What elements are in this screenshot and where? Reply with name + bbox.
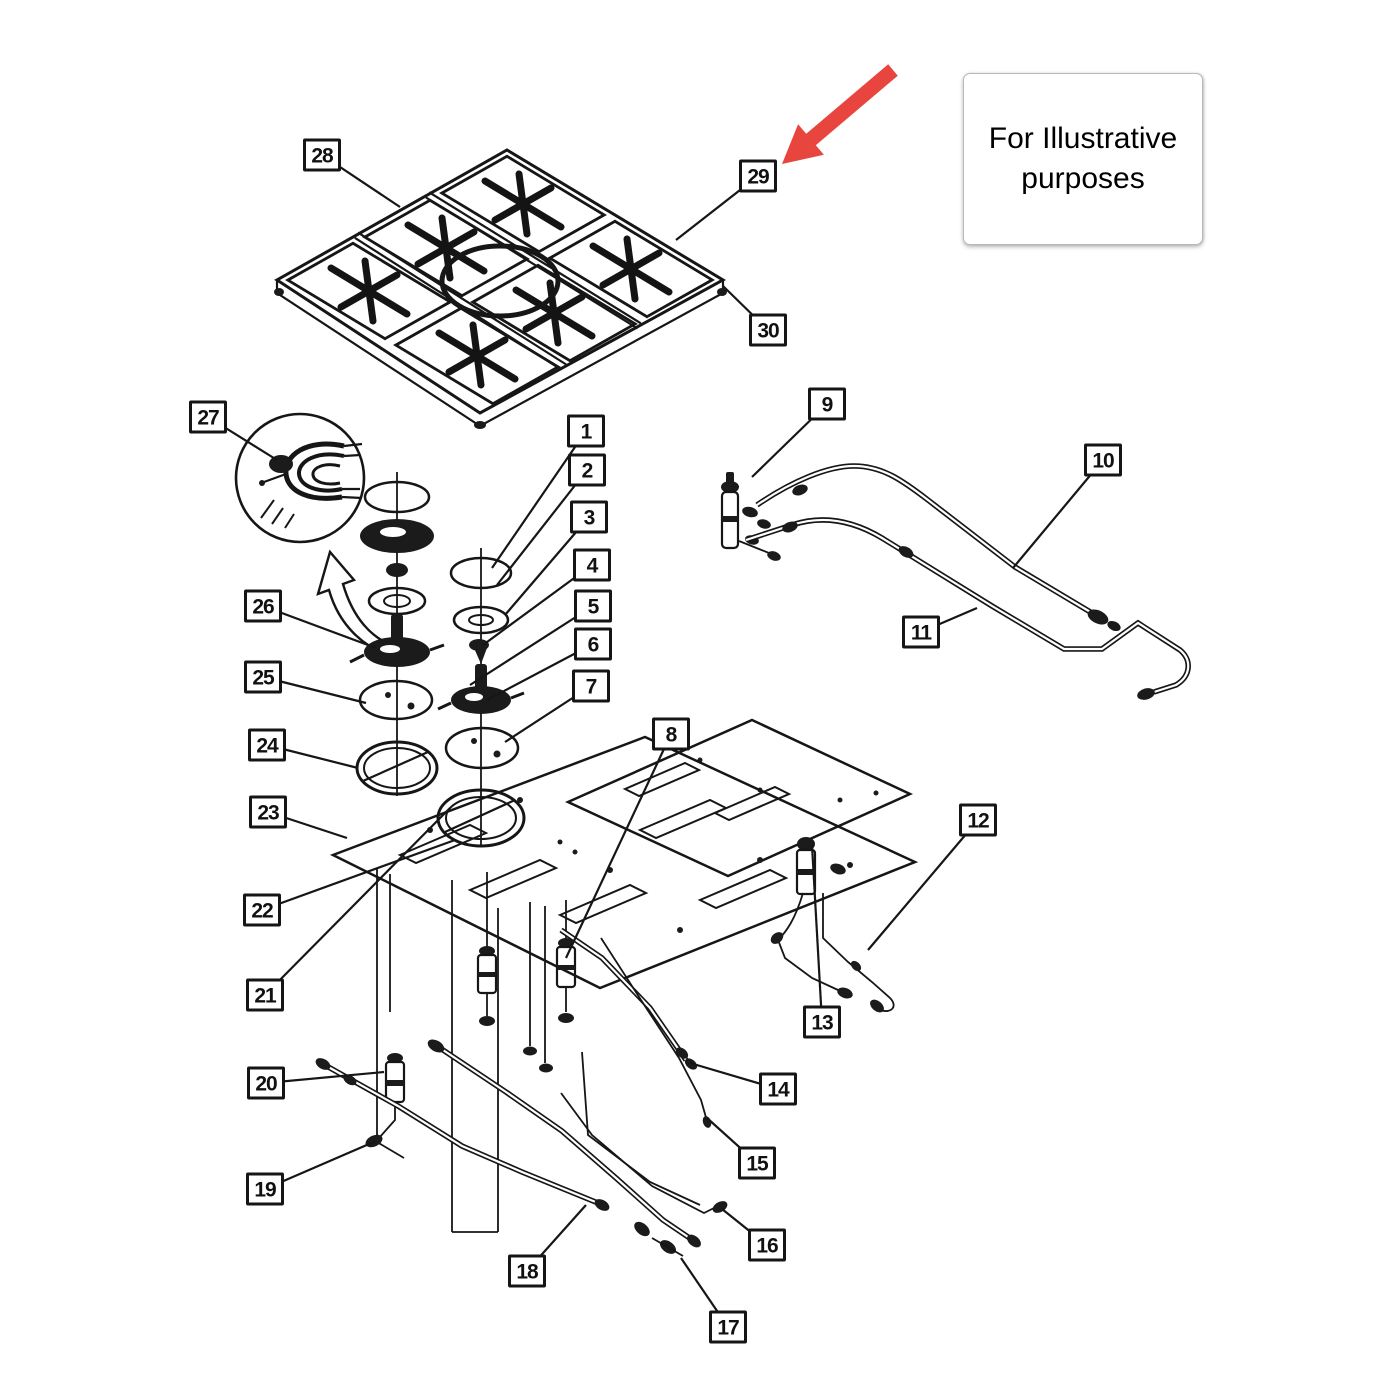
gas-valve (476, 946, 498, 1026)
right-burner-exploded-stack (436, 548, 526, 848)
leader-line-13 (810, 844, 824, 1023)
part-label-7: 7 (572, 669, 610, 703)
leader-line-8 (565, 733, 672, 959)
leader-line-10 (1012, 459, 1104, 569)
part-label-21: 21 (246, 978, 284, 1012)
part-label-13: 13 (803, 1005, 841, 1039)
part-label-11: 11 (902, 615, 940, 649)
part-label-19: 19 (246, 1172, 284, 1206)
magnifier-arrow-icon (316, 549, 402, 659)
part-label-5: 5 (574, 589, 612, 623)
part-label-24: 24 (248, 728, 286, 762)
part-label-15: 15 (738, 1146, 776, 1180)
part-label-10: 10 (1084, 443, 1122, 477)
part-label-30: 30 (749, 313, 787, 347)
regulator-and-supply-tubes (720, 463, 1191, 700)
part-label-29: 29 (739, 159, 777, 193)
part-label-23: 23 (249, 795, 287, 829)
burner-grate-drawing (274, 148, 727, 429)
grate-fingers (327, 170, 673, 389)
part-label-16: 16 (748, 1228, 786, 1262)
part-label-20: 20 (247, 1066, 285, 1100)
part-label-1: 1 (567, 414, 605, 448)
leader-line-22 (261, 838, 456, 912)
part-label-3: 3 (570, 500, 608, 534)
left-burner-exploded-stack (349, 472, 445, 796)
manifold-and-valves (315, 868, 728, 1257)
part-label-8: 8 (652, 717, 690, 751)
leader-line-2 (496, 469, 588, 586)
leader-line-20 (265, 1070, 385, 1085)
part-label-4: 4 (573, 548, 611, 582)
part-label-2: 2 (568, 453, 606, 487)
igniter-assembly-right (770, 837, 895, 1013)
part-label-9: 9 (808, 387, 846, 421)
leader-line-5 (469, 605, 594, 686)
part-label-14: 14 (759, 1072, 797, 1106)
leader-line-21 (264, 807, 451, 996)
burner-base-plates (329, 718, 919, 990)
leader-line-12 (867, 819, 979, 951)
part-label-25: 25 (244, 660, 282, 694)
gas-valve (555, 938, 577, 1023)
part-label-6: 6 (574, 627, 612, 661)
part-label-12: 12 (959, 803, 997, 837)
part-label-28: 28 (303, 138, 341, 172)
part-label-26: 26 (244, 589, 282, 623)
part-label-27: 27 (189, 400, 227, 434)
red-arrow-icon (782, 64, 898, 164)
part-label-17: 17 (709, 1310, 747, 1344)
illustrative-note-text: For Illustrative purposes (988, 121, 1178, 196)
part-label-22: 22 (243, 893, 281, 927)
igniter-detail-circle (234, 412, 402, 659)
leader-line-1 (491, 430, 587, 569)
illustrative-note-box: For Illustrative purposes (963, 73, 1203, 245)
part-label-18: 18 (508, 1254, 546, 1288)
gas-valve (365, 1053, 406, 1148)
